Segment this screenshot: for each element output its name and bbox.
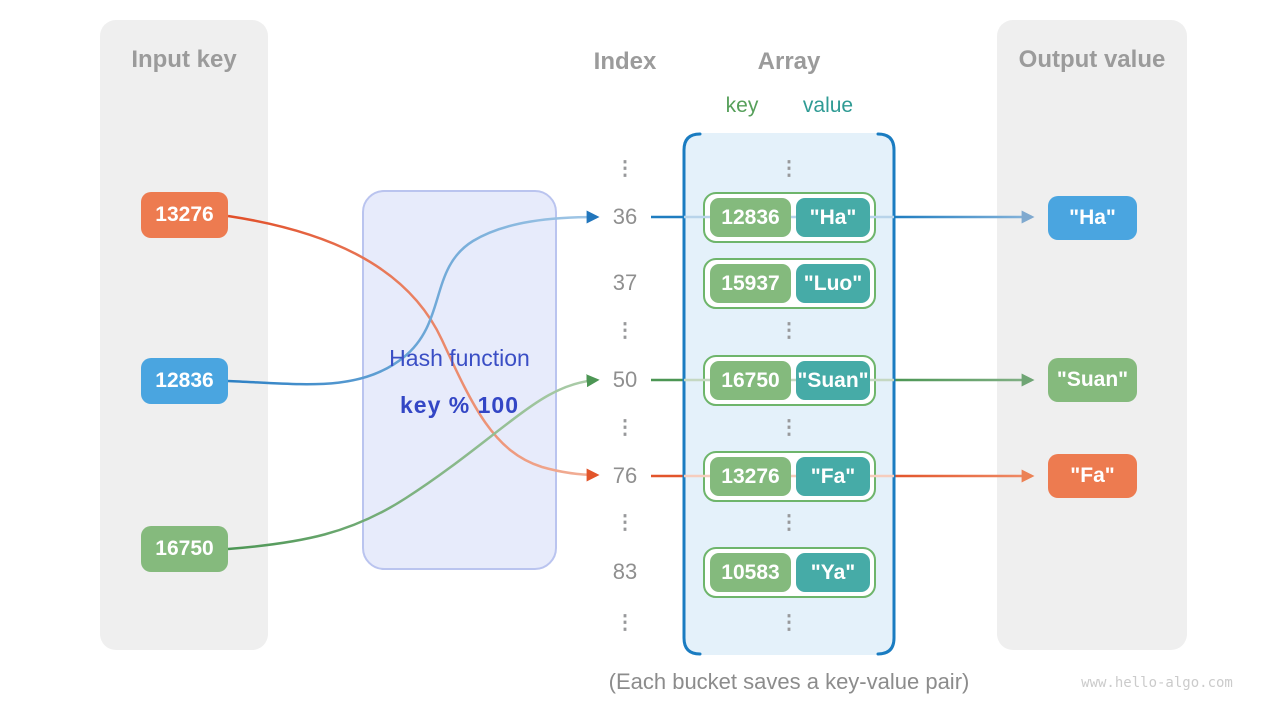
bucket-value-pill: "Ha" [796, 198, 870, 237]
bucket-key-pill: 13276 [710, 457, 791, 496]
array-ellipsis: ⋮ [779, 319, 799, 342]
array-ellipsis: ⋮ [779, 416, 799, 439]
input-key-box-16750: 16750 [141, 526, 228, 572]
hash-function-formula: key % 100 [400, 392, 519, 418]
input-key-box-13276: 13276 [141, 192, 228, 238]
hash-function-title: Hash function [389, 345, 530, 371]
output-panel-title: Output value [1018, 46, 1166, 73]
bucket-key-pill: 16750 [710, 361, 791, 400]
index-ellipsis: ⋮ [615, 611, 635, 634]
bucket-value-pill: "Ya" [796, 553, 870, 592]
output-value-box-suan: "Suan" [1048, 358, 1137, 402]
array-key-label: key [725, 94, 759, 117]
index-to-array-lines [651, 215, 683, 478]
bucket-key-pill: 12836 [710, 198, 791, 237]
array-ellipsis: ⋮ [779, 157, 799, 180]
output-value-box-fa: "Fa" [1048, 454, 1137, 498]
watermark: www.hello-algo.com [1081, 675, 1233, 691]
bucket-key-pill: 15937 [710, 264, 791, 303]
array-ellipsis: ⋮ [779, 611, 799, 634]
index-row-76: 76 [612, 463, 638, 488]
input-key-box-12836: 12836 [141, 358, 228, 404]
bucket-key-pill: 10583 [710, 553, 791, 592]
bucket-value-pill: "Luo" [796, 264, 870, 303]
index-column-title: Index [593, 48, 657, 75]
caption: (Each bucket saves a key-value pair) [608, 669, 970, 694]
index-ellipsis: ⋮ [615, 319, 635, 342]
index-row-37: 37 [612, 270, 638, 295]
output-value-panel [997, 20, 1187, 650]
bucket-value-pill: "Fa" [796, 457, 870, 496]
index-row-50: 50 [612, 367, 638, 392]
array-value-label: value [802, 94, 854, 117]
hash-function-box [362, 190, 557, 570]
output-value-box-ha: "Ha" [1048, 196, 1137, 240]
array-ellipsis: ⋮ [779, 511, 799, 534]
index-row-36: 36 [612, 204, 638, 229]
index-row-83: 83 [612, 559, 638, 584]
input-panel-title: Input key [131, 46, 237, 73]
bucket-value-pill: "Suan" [796, 361, 870, 400]
index-ellipsis: ⋮ [615, 416, 635, 439]
index-ellipsis: ⋮ [615, 157, 635, 180]
array-title: Array [757, 48, 821, 75]
index-ellipsis: ⋮ [615, 511, 635, 534]
